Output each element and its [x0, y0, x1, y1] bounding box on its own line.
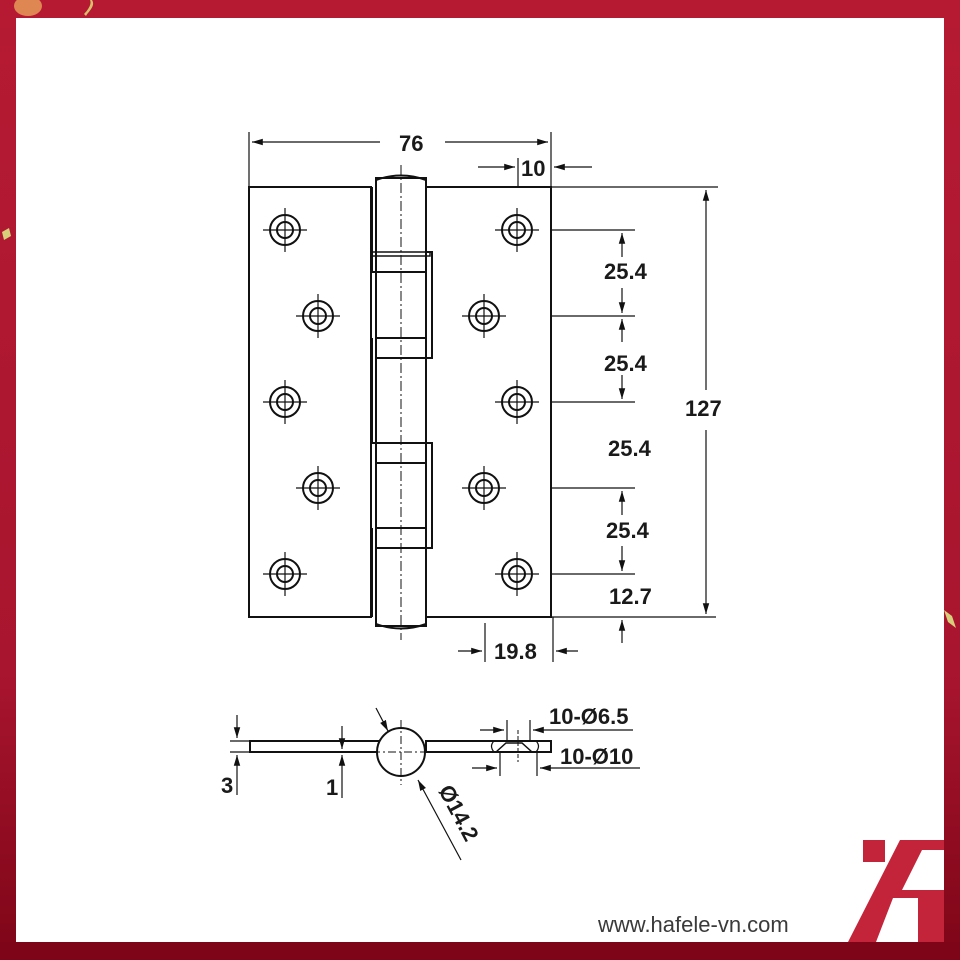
dimension-lines: [248, 132, 718, 662]
dim-gap: 1: [326, 775, 338, 800]
side-dimension-lines: [230, 707, 640, 861]
screw-hole: [462, 466, 506, 510]
website-url: www.hafele-vn.com: [598, 912, 789, 937]
dim-knuckle-diameter: Ø14.2: [434, 781, 484, 846]
dim-hole-edge-offset: 10: [521, 156, 545, 181]
dim-spacing-4: 25.4: [606, 518, 650, 543]
screw-hole: [296, 294, 340, 338]
screw-hole: [495, 208, 539, 252]
screw-hole: [263, 380, 307, 424]
dim-leaf-thickness: 3: [221, 773, 233, 798]
dim-overall-height: 127: [685, 396, 722, 421]
dim-knuckle-offset: 19.8: [494, 639, 537, 664]
side-view: [249, 720, 552, 785]
dim-spacing-3: 25.4: [608, 436, 652, 461]
dim-spacing-1: 25.4: [604, 259, 648, 284]
screw-hole: [296, 466, 340, 510]
dim-hole-countersink: 10-Ø10: [560, 744, 633, 769]
dim-end-offset: 12.7: [609, 584, 652, 609]
dim-spacing-2: 25.4: [604, 351, 648, 376]
front-view: [248, 165, 552, 640]
frame-bottom-strip: [0, 942, 960, 960]
dim-hole-inner: 10-Ø6.5: [549, 704, 629, 729]
dim-overall-width: 76: [399, 131, 423, 156]
hafele-logo: [848, 840, 944, 942]
screw-hole: [263, 208, 307, 252]
screw-hole: [263, 552, 307, 596]
screw-hole: [462, 294, 506, 338]
side-dimension-labels: 3 1 10-Ø6.5 10-Ø10 Ø14.2: [221, 704, 633, 845]
screw-hole: [495, 380, 539, 424]
dimension-labels: 76 10 127 25.4 25.4 25.4 25.4 12.7 19.8: [399, 131, 722, 664]
screw-holes: [263, 208, 539, 596]
screw-hole: [495, 552, 539, 596]
